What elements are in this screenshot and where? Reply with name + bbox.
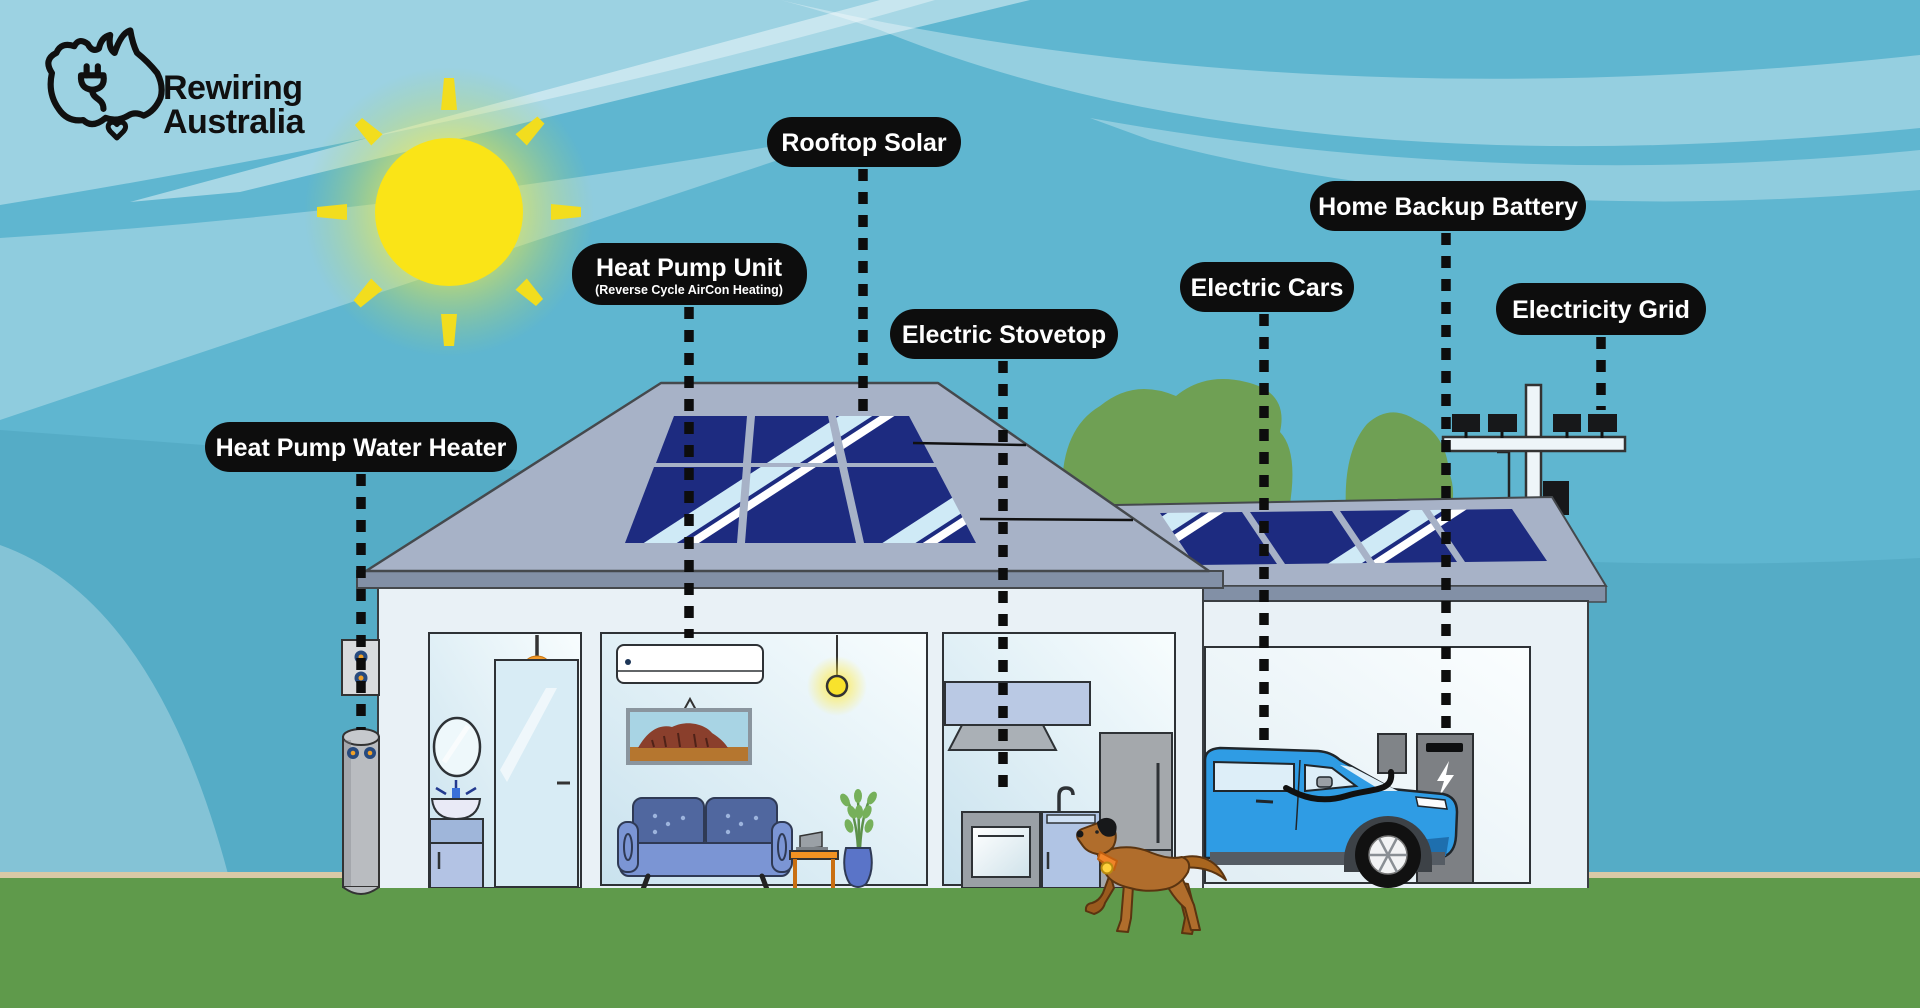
dog-ear	[1097, 817, 1117, 837]
bushes	[1062, 379, 1454, 510]
label-electricity-grid: Electricity Grid	[1496, 283, 1706, 335]
pole-crossarm	[1441, 435, 1627, 453]
headlight	[1415, 796, 1448, 810]
pole-insulators	[1452, 414, 1617, 432]
logo-word-2: Australia	[163, 103, 306, 141]
rewiring-australia-logo: Rewiring Australia	[45, 27, 306, 141]
wall-picture-uluru	[626, 696, 752, 765]
front-wheel	[1355, 822, 1421, 888]
heat-pump-ac-unit	[616, 644, 764, 684]
svg-text:Heat Pump Unit: Heat Pump Unit	[596, 254, 783, 282]
sky-swoosh	[780, 0, 1920, 147]
svg-text:Electricity Grid: Electricity Grid	[1512, 296, 1690, 324]
svg-text:Electric Stovetop: Electric Stovetop	[902, 321, 1106, 349]
faucet	[1057, 786, 1075, 812]
label-heat-pump-water-heater: Heat Pump Water Heater	[205, 422, 517, 472]
living-room	[600, 632, 928, 895]
faucet	[452, 788, 460, 799]
water-tank	[342, 736, 380, 888]
label-heat-pump-unit: Heat Pump Unit (Reverse Cycle AirCon Hea…	[572, 243, 807, 305]
label-rooftop-solar: Rooftop Solar	[767, 117, 961, 167]
garage-roof	[1114, 495, 1608, 603]
grass-front	[0, 888, 1920, 1008]
svg-text:Heat Pump Water Heater: Heat Pump Water Heater	[216, 434, 507, 462]
electric-stove-oven	[961, 811, 1041, 889]
lightning-bolt-icon	[1437, 761, 1454, 797]
couch	[617, 797, 793, 895]
dog-tail	[1179, 855, 1227, 881]
garage-solar-panels	[1160, 509, 1547, 565]
dog-eye	[1095, 830, 1099, 834]
labels: Heat Pump Water Heater Heat Pump Unit (R…	[205, 117, 1706, 472]
house-fascia	[356, 570, 1224, 589]
svg-text:Electric Cars: Electric Cars	[1191, 274, 1344, 302]
potted-plant	[840, 789, 877, 888]
pendant-lamp	[807, 635, 867, 716]
vase	[843, 847, 873, 888]
dog-figure	[1076, 817, 1227, 935]
charging-cable	[1283, 769, 1395, 803]
heat-pump-water-heater-unit	[341, 639, 380, 896]
label-electric-cars: Electric Cars	[1180, 262, 1354, 312]
label-electric-stovetop: Electric Stovetop	[890, 309, 1118, 359]
side-table	[789, 831, 839, 888]
dog-nose	[1076, 830, 1084, 838]
solar-wire	[979, 517, 1134, 522]
logo-word-1: Rewiring	[163, 69, 303, 107]
sky-swoosh	[1090, 118, 1920, 202]
australia-plug-icon	[45, 27, 165, 141]
leader-lines	[356, 169, 1606, 796]
garage	[1203, 646, 1531, 888]
door-seam	[1295, 759, 1301, 831]
label-home-backup-battery: Home Backup Battery	[1310, 181, 1586, 231]
door-handle	[1255, 799, 1274, 804]
car-window	[1213, 760, 1295, 792]
vanity-drawer	[429, 818, 484, 844]
rooftop-solar-array	[625, 416, 976, 543]
svg-text:Rooftop Solar: Rooftop Solar	[781, 129, 947, 157]
solar-wire	[912, 441, 1027, 447]
side-mirror	[1316, 776, 1333, 788]
wall-cabinet	[944, 681, 1091, 726]
sky-swoosh	[0, 545, 228, 874]
ev-charger-box	[1377, 733, 1407, 774]
svg-text:(Reverse Cycle AirCon Heating): (Reverse Cycle AirCon Heating)	[595, 283, 783, 297]
electric-car	[1203, 746, 1459, 888]
sky-swoosh	[0, 128, 875, 420]
svg-text:Home Backup Battery: Home Backup Battery	[1318, 193, 1578, 221]
bathroom	[428, 632, 582, 889]
dog-tag	[1100, 861, 1114, 875]
sun-icon	[304, 67, 594, 357]
